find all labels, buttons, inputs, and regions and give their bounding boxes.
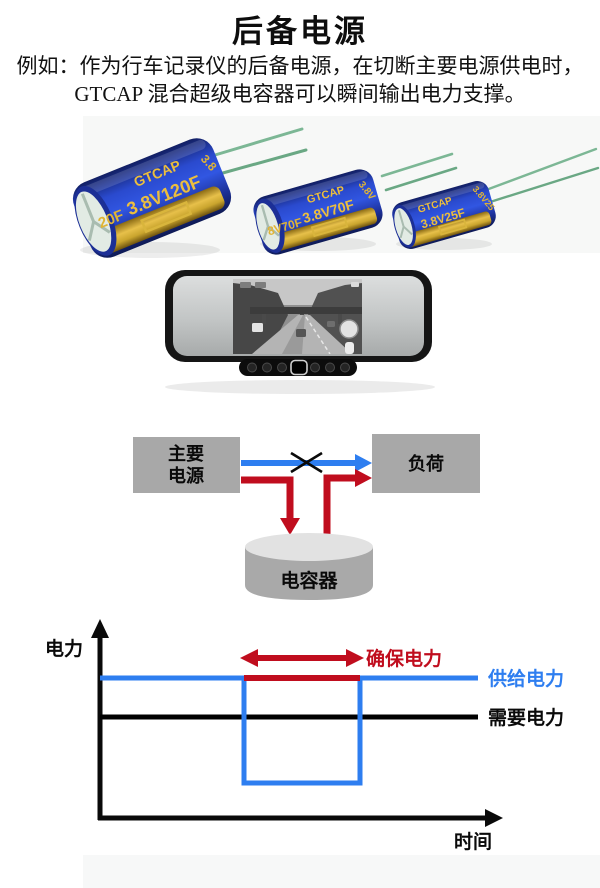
power-time-chart: 电力 时间 确保电力 供给电力 需要电力 xyxy=(45,619,564,853)
bridge-pillar xyxy=(338,314,342,324)
bridge-pillar xyxy=(262,314,266,324)
arrowhead-left xyxy=(240,649,258,667)
cut-x-mark xyxy=(290,451,323,474)
dashcam-mirror-photo xyxy=(165,270,435,394)
arrowhead xyxy=(280,518,300,535)
description-line-2: GTCAP 混合超级电容器可以瞬间输出电力支撑。 xyxy=(74,82,526,106)
main-power-label-line2: 电源 xyxy=(168,465,204,486)
capacitor-highlight xyxy=(76,139,206,198)
x-axis xyxy=(98,809,503,827)
car xyxy=(327,321,335,327)
logo-badge xyxy=(339,319,359,339)
x-axis-arrowhead xyxy=(485,809,503,827)
dashcam-screen xyxy=(233,279,362,354)
capacitor-gold-band xyxy=(269,207,378,252)
car xyxy=(296,329,306,337)
capacitor-highlight xyxy=(395,182,485,213)
supply-power-line xyxy=(100,675,478,786)
required-power-label: 需要电力 xyxy=(488,706,564,729)
mirror-button-pod xyxy=(239,359,357,376)
capacitor-gold-band xyxy=(404,211,492,248)
capacitor-large: GTCAP 3.8V120F 20F 3.8 xyxy=(72,127,308,258)
mirror-button xyxy=(310,362,320,373)
y-axis xyxy=(91,619,109,820)
normal-supply-arrow xyxy=(241,454,372,472)
capacitor-highlight xyxy=(257,171,368,209)
power-flow-diagram: 主要 电源 负荷 电容器 xyxy=(133,434,480,600)
road-median xyxy=(282,315,305,354)
battery-icon xyxy=(351,282,359,287)
main-power-box xyxy=(133,437,240,493)
mirror-button xyxy=(325,362,335,373)
bottom-photo-strip xyxy=(83,855,600,888)
load-box xyxy=(372,434,480,493)
load-label: 负荷 xyxy=(408,453,444,474)
y-axis-label: 电力 xyxy=(45,637,83,660)
osd-icon xyxy=(240,282,251,288)
capacitor-lead xyxy=(384,166,458,192)
capacitor-vent xyxy=(397,209,413,239)
arrowhead xyxy=(355,454,372,472)
main-power-label-line1: 主要 xyxy=(168,443,204,464)
supercapacitors-photo: GTCAP 3.8V120F 20F 3.8 GTCAP 3.8V70F 8 xyxy=(72,116,600,258)
mirror-button xyxy=(340,362,350,373)
osd-icon xyxy=(255,282,266,288)
supply-power-label: 供给电力 xyxy=(487,667,564,690)
capacitor-small: GTCAP 3.8V25F 3.8V25 xyxy=(392,147,600,250)
capacitor-lead xyxy=(210,148,308,178)
lane-line xyxy=(305,316,331,354)
page-description: 例如：作为行车记录仪的后备电源，在切断主要电源供电时， GTCAP 混合超级电容… xyxy=(0,52,600,108)
capacitor-lead xyxy=(203,127,304,160)
ensured-power-label: 确保电力 xyxy=(366,647,442,670)
mirror-power-button xyxy=(290,359,308,376)
x-axis-label: 时间 xyxy=(454,831,492,853)
capacitor-medium: GTCAP 3.8V70F 8V70F 3.8V xyxy=(253,152,458,255)
mirror-button xyxy=(262,362,272,373)
mirror-button xyxy=(247,362,257,373)
capacitor-lead xyxy=(380,152,454,178)
mirror-reflection xyxy=(165,380,435,394)
capacitor-band-mark xyxy=(310,216,349,238)
charge-flow-arrow xyxy=(241,476,300,535)
capacitor-label: 电容器 xyxy=(280,569,338,592)
capacitor-vent xyxy=(260,204,280,241)
page-title: 后备电源 xyxy=(232,14,368,49)
arrowhead-right xyxy=(346,649,364,667)
capacitor-vent xyxy=(80,193,111,241)
arrowhead xyxy=(355,469,372,487)
discharge-flow-arrow xyxy=(323,469,372,541)
truck xyxy=(252,323,263,332)
capacitor-gold-band xyxy=(97,186,225,254)
description-line-1: 例如：作为行车记录仪的后备电源，在切断主要电源供电时， xyxy=(16,54,584,78)
overpass-bridge xyxy=(250,307,362,314)
y-axis-arrowhead xyxy=(91,619,109,638)
speaker-icon xyxy=(345,342,354,354)
capacitor-lead xyxy=(484,147,598,192)
capacitor-band-mark xyxy=(437,218,468,236)
capacitor-band-mark xyxy=(140,200,193,234)
ensured-power-span-arrow xyxy=(240,649,364,667)
capacitor-lead xyxy=(488,166,600,204)
mirror-button xyxy=(277,362,287,373)
capacitor-cylinder: 电容器 xyxy=(245,533,373,600)
